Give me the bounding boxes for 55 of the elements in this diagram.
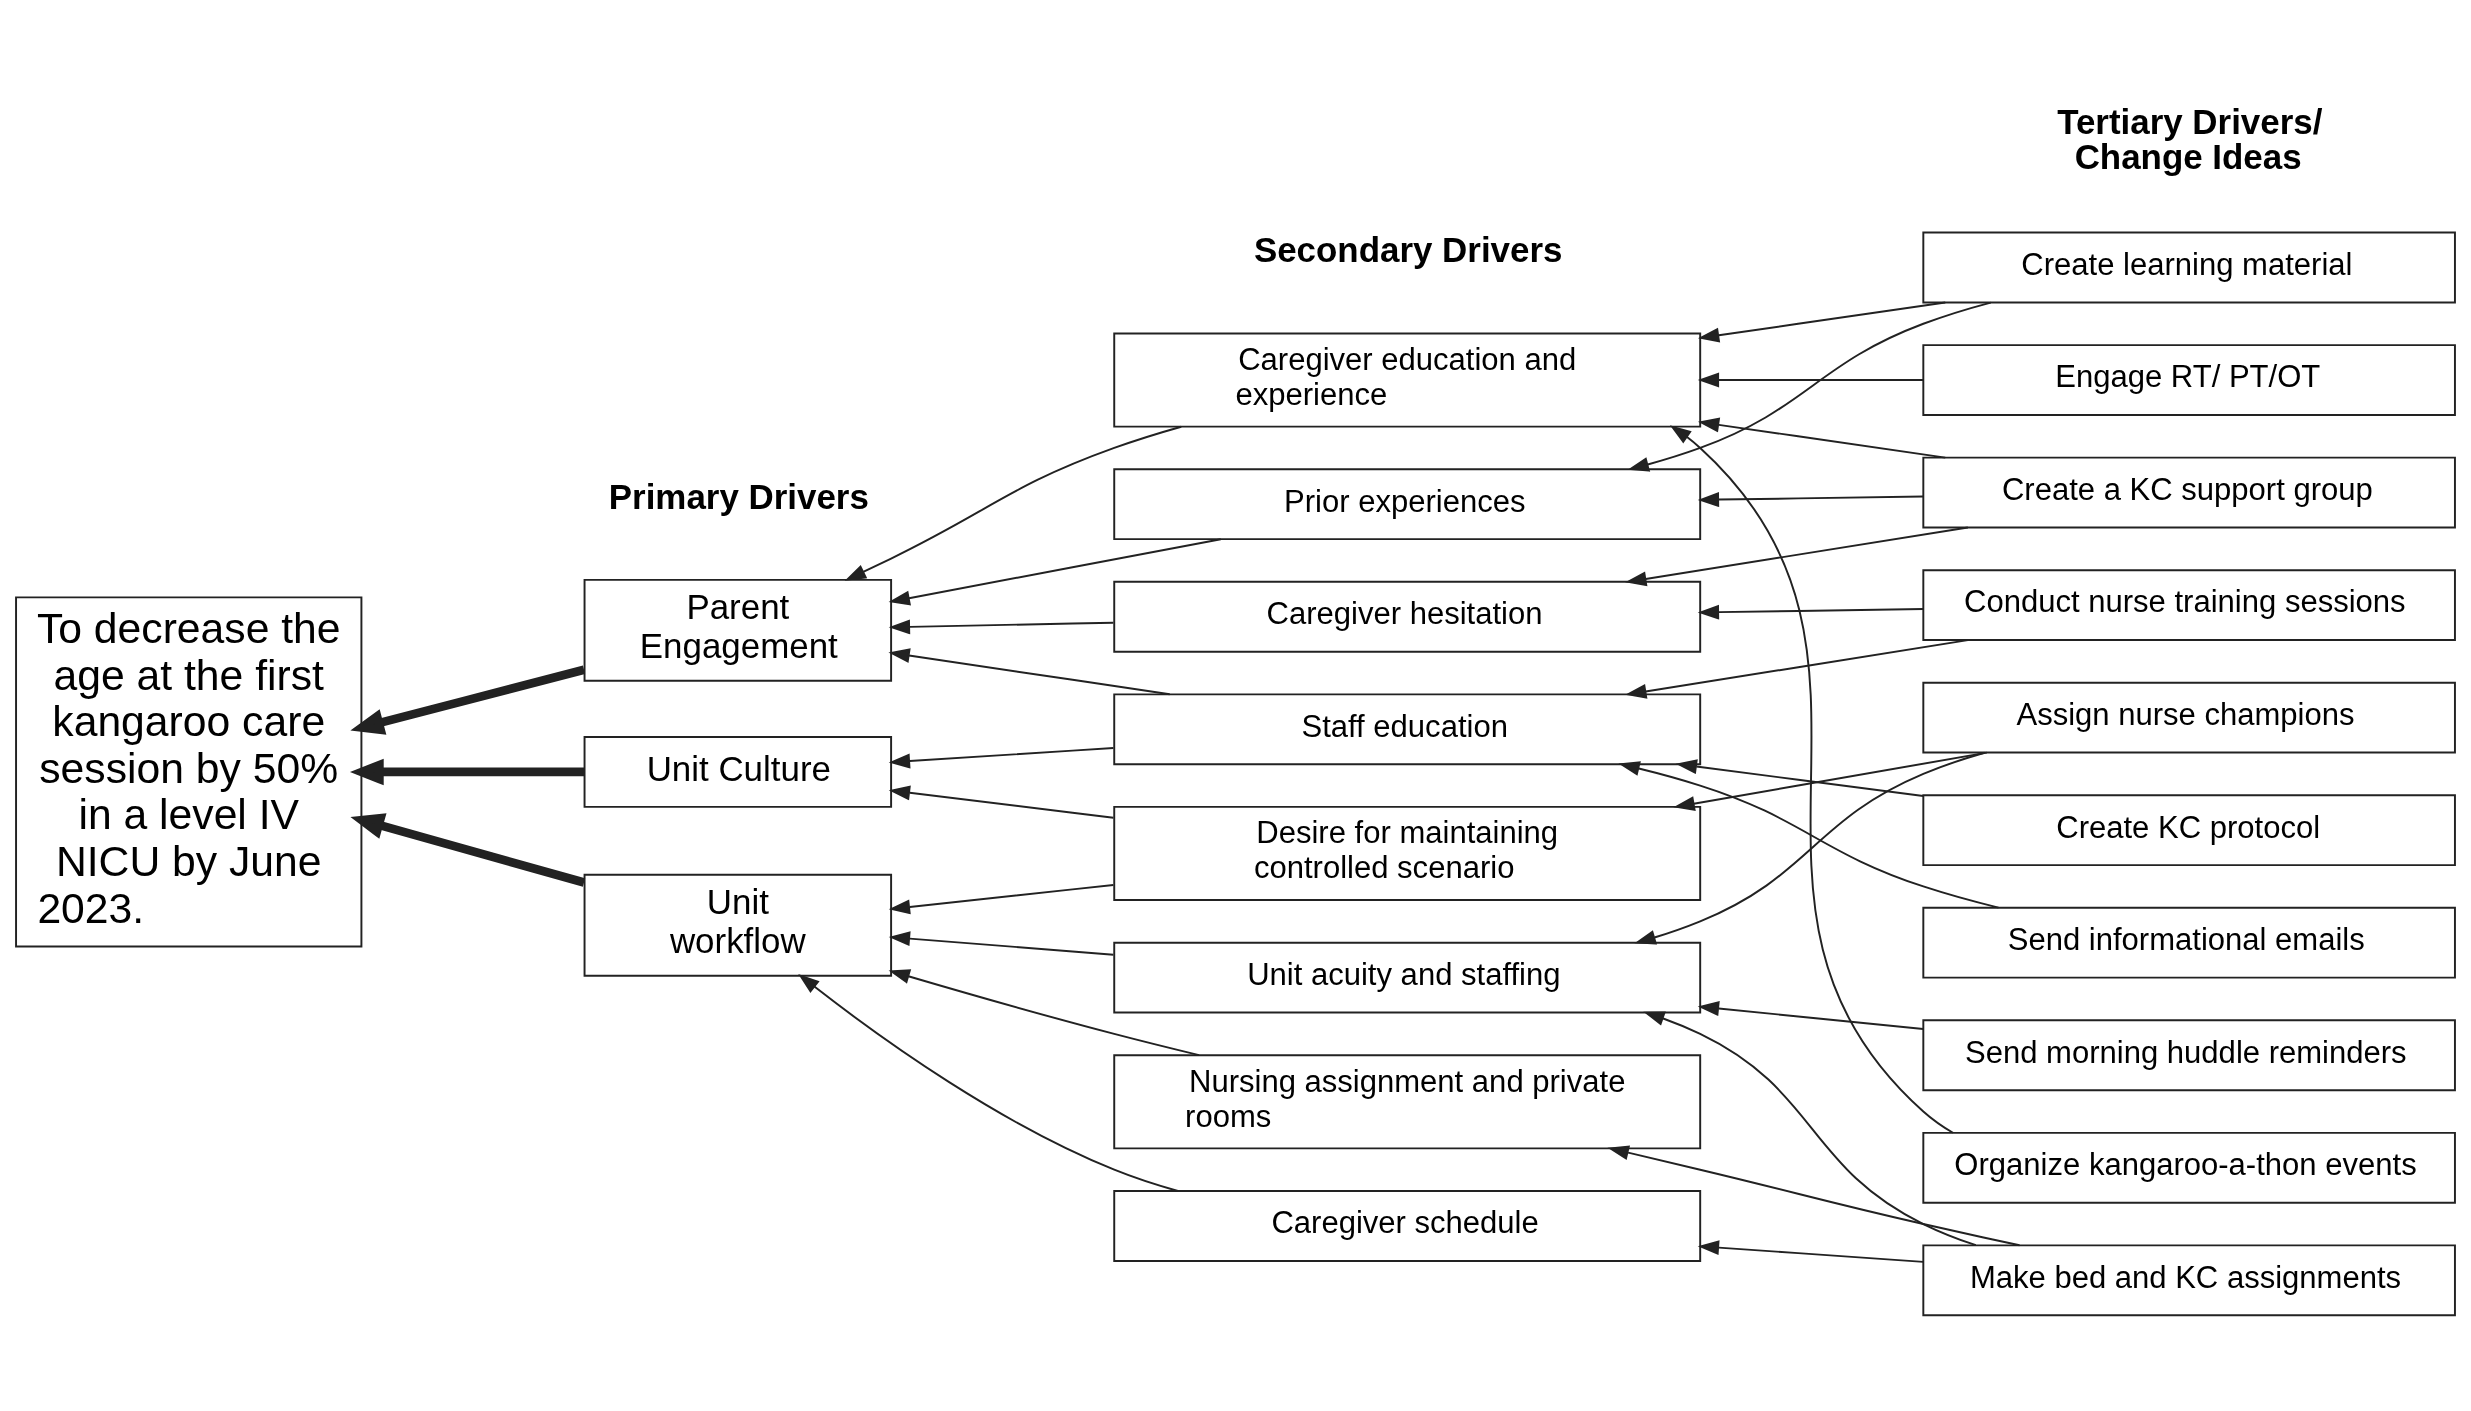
arrow: [888, 930, 1115, 956]
arrow: [1643, 1010, 1977, 1246]
label: Tertiary Drivers/ Change Ideas: [2057, 101, 2323, 176]
arrow: [1697, 372, 1925, 387]
arrow: [1625, 526, 1969, 586]
arrow: [888, 746, 1115, 768]
arrow: [888, 784, 1115, 819]
node-box: Conduct nurse training sessions: [1922, 568, 2456, 641]
node-box: Staff education: [1113, 692, 1702, 765]
label: Primary Drivers: [608, 476, 869, 516]
arrow: [350, 812, 586, 887]
arrow: [1627, 301, 1992, 472]
arrow: [1697, 301, 1947, 343]
node-box: Caregiver education and experience: [1113, 332, 1702, 428]
arrow: [1634, 751, 1986, 945]
arrow: [888, 618, 1115, 634]
node-box: Unit Culture: [583, 735, 893, 808]
arrow: [1618, 760, 2000, 909]
arrow: [1697, 604, 1925, 620]
node-box: Parent Engagement: [583, 578, 893, 682]
node-box: Create a KC support group: [1922, 456, 2456, 528]
arrow: [350, 665, 586, 735]
node-box: Make bed and KC assignments: [1922, 1243, 2456, 1316]
arrow: [888, 537, 1222, 605]
arrow: [1697, 491, 1925, 507]
arrow: [1697, 1000, 1925, 1030]
arrow: [1697, 416, 1947, 459]
arrow: [1669, 424, 1954, 1134]
node-box: Caregiver hesitation: [1113, 580, 1702, 653]
arrow: [349, 758, 584, 785]
node-box: Caregiver schedule: [1113, 1189, 1702, 1262]
node-box: Unit workflow: [583, 873, 893, 977]
arrow: [888, 647, 1171, 695]
node-box: Engage RT/ PT/OT: [1922, 343, 2456, 416]
arrow: [1673, 751, 1988, 811]
arrow: [1625, 638, 1969, 699]
node-box: Desire for maintaining controlled scenario: [1113, 805, 1702, 901]
arrow: [888, 968, 1200, 1056]
node-box: To decrease the age at the first kangaroo care session by 50% in a level IV NICU by June 2023.: [15, 595, 363, 948]
arrow: [1607, 1144, 2021, 1246]
arrow: [798, 973, 1179, 1192]
arrow: [888, 883, 1115, 914]
node-box: Create learning material: [1922, 231, 2456, 303]
node-box: Create KC protocol: [1922, 793, 2456, 866]
node-box: Send informational emails: [1922, 906, 2456, 979]
node-box: Nursing assignment and private rooms: [1113, 1053, 1702, 1149]
node-box: Send morning huddle reminders: [1922, 1018, 2456, 1091]
arrow: [1697, 1239, 1925, 1263]
label: Secondary Drivers: [1253, 229, 1563, 269]
arrow: [844, 425, 1183, 581]
node-box: Assign nurse champions: [1922, 681, 2456, 754]
node-box: Unit acuity and staffing: [1113, 941, 1702, 1014]
node-box: Prior experiences: [1113, 467, 1702, 540]
node-box: Organize kangaroo-a-thon events: [1922, 1131, 2456, 1204]
arrow: [1675, 758, 1925, 797]
